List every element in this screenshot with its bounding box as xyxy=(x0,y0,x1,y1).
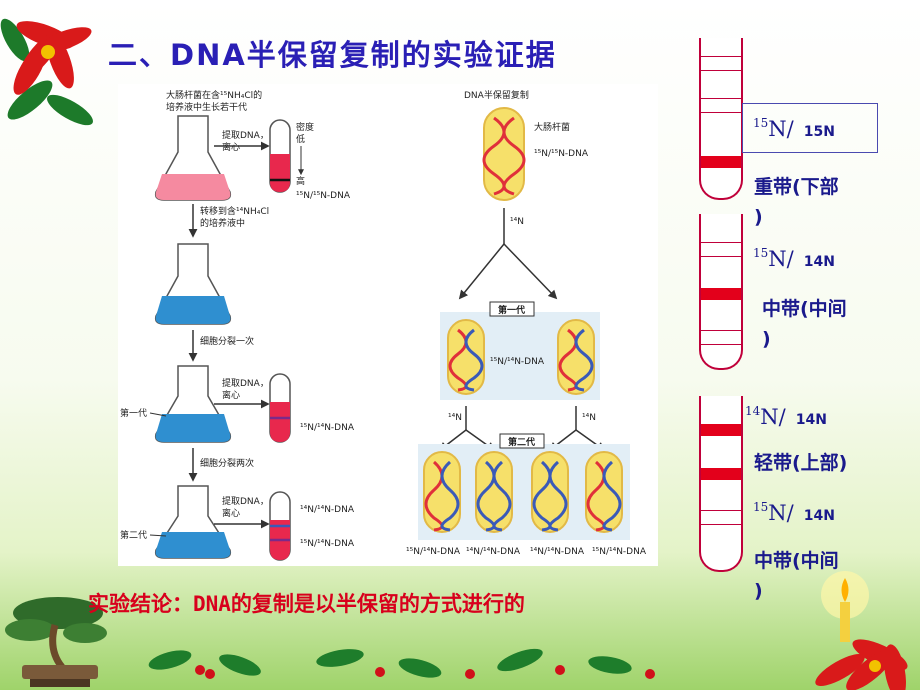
empty-band-4 xyxy=(701,330,741,345)
extract-2b-text: 离心 xyxy=(222,389,240,401)
extract-3-text: 提取DNA， xyxy=(222,496,269,507)
heavy-band xyxy=(701,156,741,168)
heavy-band-label: ¹⁵N/¹⁵N-DNA xyxy=(296,191,351,201)
empty-band-2 xyxy=(701,98,741,113)
experiment-figure: 大肠杆菌在含¹⁵NH₄Cl的 培养液中生长若干代 提取DNA， 离心 密度 低 … xyxy=(118,84,658,566)
mid-band-label-2: ¹⁵N/¹⁴N-DNA xyxy=(300,539,355,549)
ecoli-parent xyxy=(483,107,525,201)
extract-3b-text: 离心 xyxy=(222,507,240,519)
flask-1-liquid xyxy=(155,174,231,200)
density-high-label: 高 xyxy=(296,175,305,187)
transfer-text-2: 的培养液中 xyxy=(200,217,245,229)
light-isotope-label: 14N/14N xyxy=(745,404,827,429)
test-tube-gen2 xyxy=(699,396,743,572)
candle-poinsettia-icon xyxy=(815,571,908,690)
light-band-label: ¹⁴N/¹⁴N-DNA xyxy=(300,505,355,515)
gen2-label-2: ¹⁴N/¹⁴N-DNA xyxy=(466,547,521,557)
light-band xyxy=(701,424,741,436)
medium-band-desc-2: 中带(中间) xyxy=(754,550,839,602)
test-tube-heavy xyxy=(699,38,743,200)
flask-3-liquid xyxy=(155,414,231,442)
slide-title: 二、DNA半保留复制的实验证据 xyxy=(108,38,557,72)
medium-isotope-label-2: 15N/14N xyxy=(753,500,835,525)
flask-4-liquid xyxy=(155,532,231,558)
gen2-cells xyxy=(423,451,623,533)
n14-label-2: ¹⁴N xyxy=(448,413,462,423)
extract-2-text: 提取DNA， xyxy=(222,378,269,389)
n14-label-3: ¹⁴N xyxy=(582,413,596,423)
heavy-label-box xyxy=(742,103,878,153)
tube-1-liquid xyxy=(270,154,290,192)
divide-2-text: 细胞分裂两次 xyxy=(200,457,254,469)
gen1-dna-label: ¹⁵N/¹⁴N-DNA xyxy=(490,357,545,367)
heavy-band-desc: 重带(下部) xyxy=(754,176,839,228)
flask-2-liquid xyxy=(155,296,231,324)
ecoli-label: 大肠杆菌 xyxy=(534,121,570,133)
empty-band-1 xyxy=(701,56,741,71)
transfer-text: 转移到含¹⁴NH₄Cl xyxy=(200,205,269,217)
step-top-text-2: 培养液中生长若干代 xyxy=(166,101,247,113)
mid-band-label: ¹⁵N/¹⁴N-DNA xyxy=(300,423,355,433)
gen2-label-3: ¹⁴N/¹⁴N-DNA xyxy=(530,547,585,557)
gen2-label-1: ¹⁵N/¹⁴N-DNA xyxy=(406,547,461,557)
medium-band xyxy=(701,288,741,300)
gen2-box-label: 第二代 xyxy=(508,436,535,448)
medium-isotope-label: 15N/14N xyxy=(753,246,835,271)
gen1-box-label: 第一代 xyxy=(498,304,525,316)
gen1-box xyxy=(489,301,535,317)
extract-1b-text: 离心 xyxy=(222,141,240,153)
empty-band-5 xyxy=(701,510,741,525)
conclusion-text: 实验结论：DNA的复制是以半保留的方式进行的 xyxy=(88,592,525,616)
divide-1-text: 细胞分裂一次 xyxy=(200,335,254,347)
tube-2-liquid xyxy=(270,402,290,442)
gen-2-label: 第二代 xyxy=(120,529,147,541)
medium-band-2 xyxy=(701,468,741,480)
extract-1-text: 提取DNA， xyxy=(222,130,269,141)
poinsettia-top-left-icon xyxy=(0,18,93,126)
density-low-label: 低 xyxy=(296,133,305,145)
right-diagram-title: DNA半保留复制 xyxy=(464,89,529,101)
n14-label-1: ¹⁴N xyxy=(510,217,524,227)
light-band-desc: 轻带(上部) xyxy=(754,452,848,474)
gen2-box xyxy=(499,433,545,449)
holly-garland-icon xyxy=(148,648,655,679)
step-top-text: 大肠杆菌在含¹⁵NH₄Cl的 xyxy=(166,89,262,101)
empty-band-3 xyxy=(701,242,741,257)
bonsai-tree-icon xyxy=(5,597,107,687)
gen-1-label: 第一代 xyxy=(120,407,147,419)
test-tube-medium xyxy=(699,214,743,370)
gen2-label-4: ¹⁵N/¹⁴N-DNA xyxy=(592,547,647,557)
experiment-diagram: 大肠杆菌在含¹⁵NH₄Cl的 培养液中生长若干代 提取DNA， 离心 密度 低 … xyxy=(120,89,647,561)
density-label: 密度 xyxy=(296,121,314,133)
heavy-isotope-label: 15N/15N xyxy=(753,116,835,141)
parent-dna-label: ¹⁵N/¹⁵N-DNA xyxy=(534,149,589,159)
medium-band-desc: 中带(中间) xyxy=(762,298,847,350)
